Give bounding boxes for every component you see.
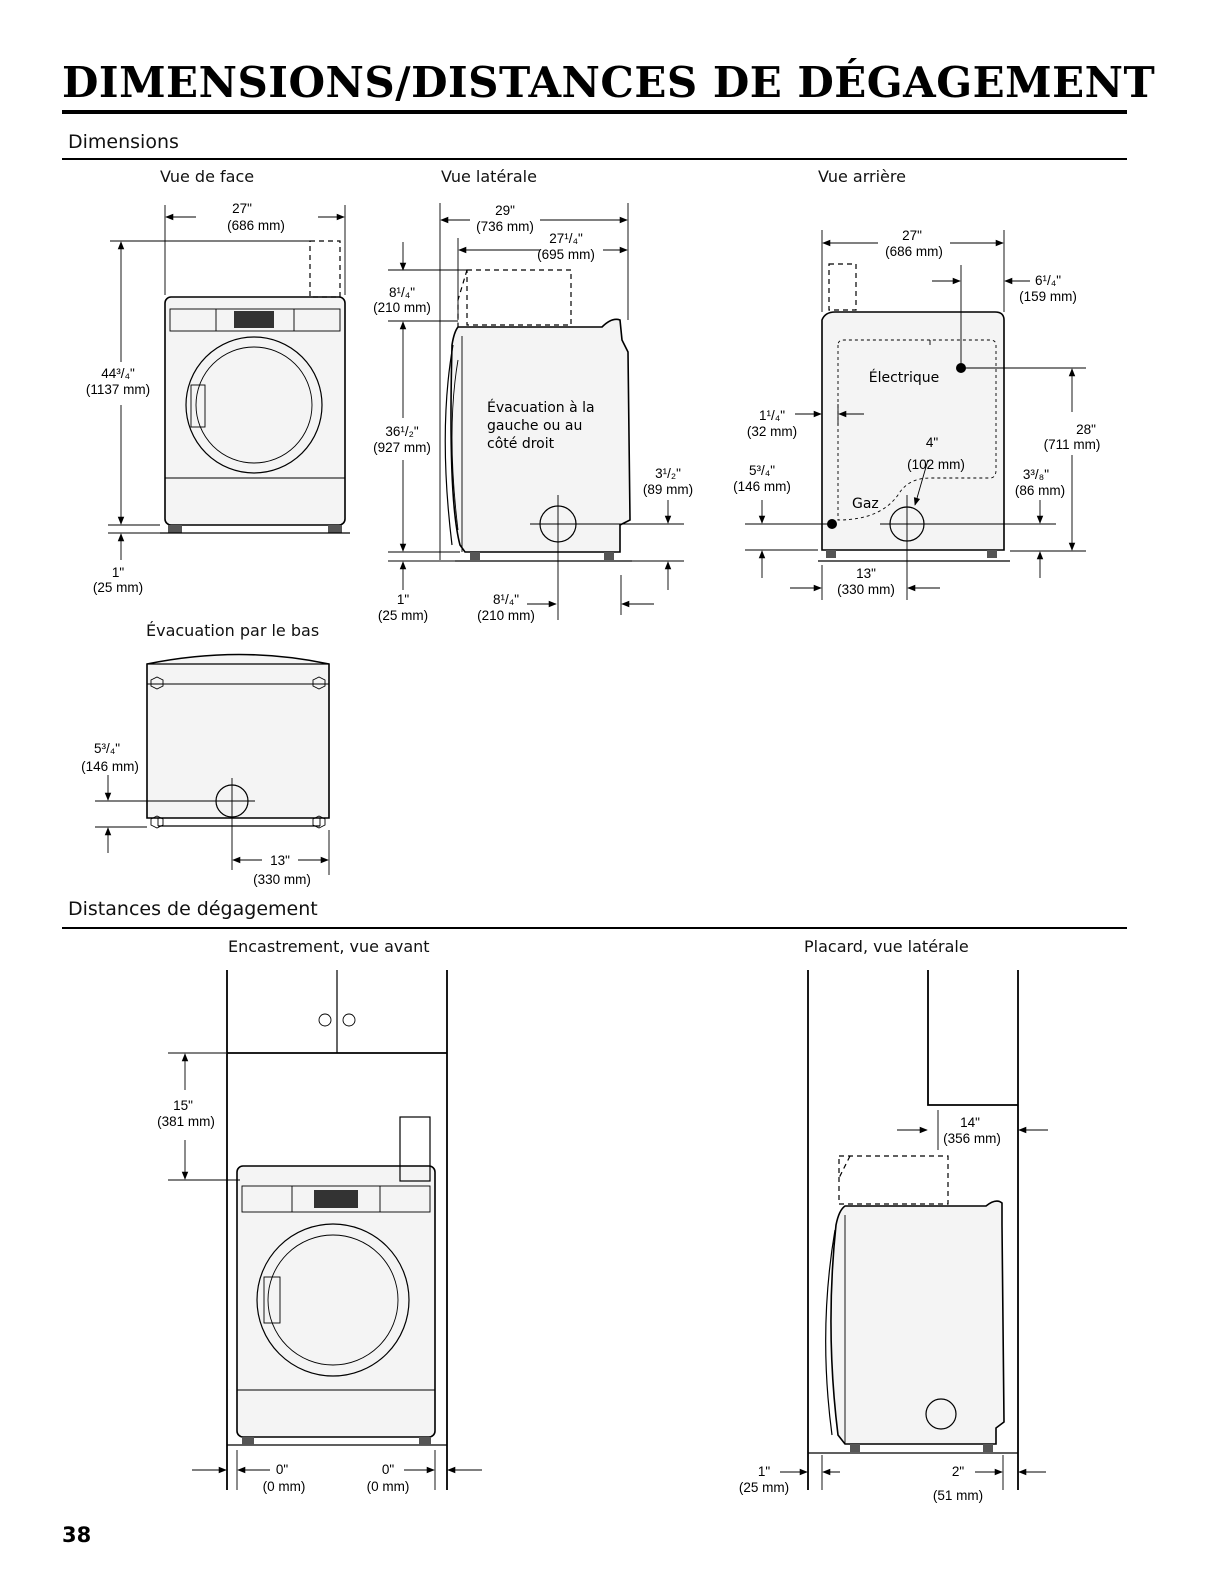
recessed-right-mm-label: (0 mm) (367, 1479, 410, 1494)
side-depth-label: 29" (495, 203, 515, 218)
recessed-top-mm-label: (381 mm) (157, 1114, 215, 1129)
bottom-offset-label: 13" (270, 853, 290, 868)
side-vent-offset-label: 8¹/₄" (493, 592, 519, 607)
front-view-diagram: 27" (686 mm) 44³/₄" (1137 mm) 1" (25 mm) (86, 201, 350, 595)
front-width-mm-label: (686 mm) (227, 218, 285, 233)
front-view-label: Vue de face (160, 167, 255, 186)
rear-gas-side-mm-label: (32 mm) (747, 424, 797, 439)
front-width-label: 27" (232, 201, 252, 216)
side-depth2-label: 27¹/₄" (549, 231, 583, 246)
clearances-heading: Distances de dégagement (68, 898, 318, 920)
dimensions-rule (62, 158, 1127, 160)
side-note-line-3: côté droit (487, 436, 555, 452)
closet-door-mm-label: (51 mm) (933, 1488, 983, 1503)
closet-front-label: 14" (960, 1115, 980, 1130)
clearances-rule (62, 927, 1127, 929)
closet-view-diagram: 14" (356 mm) 1" (25 mm) 2" (51 mm) (739, 970, 1048, 1503)
recessed-right-label: 0" (382, 1462, 395, 1477)
bottom-exhaust-diagram: 5³/₄" (146 mm) 13" (330 mm) (81, 653, 330, 887)
recessed-top-label: 15" (173, 1098, 193, 1113)
rear-gas-side-label: 1¹/₄" (759, 408, 785, 423)
rear-elec-height-label: 28" (1076, 422, 1096, 437)
front-width-dimension (164, 205, 346, 295)
page-number: 38 (62, 1523, 92, 1547)
recessed-dimensions (168, 1052, 482, 1490)
front-dryer-body (160, 240, 350, 534)
dimensions-heading: Dimensions (68, 131, 179, 153)
side-dryer-body (444, 269, 632, 620)
bottom-dryer-outline (95, 653, 330, 870)
front-height-label: 44³/₄" (101, 366, 135, 381)
rear-gas-height-mm-label: (146 mm) (733, 479, 791, 494)
bottom-exhaust-label: Évacuation par le bas (146, 621, 320, 640)
side-top-label: 8¹/₄" (389, 285, 415, 300)
side-depth-mm-label: (736 mm) (476, 219, 534, 234)
side-vent-height-mm-label: (89 mm) (643, 482, 693, 497)
rear-vent-dia-mm-label: (102 mm) (907, 457, 965, 472)
rear-width-label: 27" (902, 228, 922, 243)
page-title: DIMENSIONS/DISTANCES DE DÉGAGEMENT (62, 58, 1156, 107)
front-height-mm-label: (1137 mm) (86, 382, 150, 397)
recess-walls (226, 970, 448, 1490)
rear-view-diagram: 27" (686 mm) 6¹/₄" (159 mm) Électrique 2… (733, 228, 1100, 600)
rear-vent-offset-mm-label: (330 mm) (837, 582, 895, 597)
closet-dryer-body (825, 1155, 1005, 1452)
side-height-dimensions (388, 242, 470, 590)
bottom-depth-mm-label: (146 mm) (81, 759, 139, 774)
rear-elec-height-mm-label: (711 mm) (1044, 437, 1101, 452)
bottom-depth-label: 5³/₄" (94, 741, 120, 756)
front-foot-label: 1" (112, 565, 125, 580)
rear-width-dimension (821, 230, 1030, 368)
side-foot-label: 1" (397, 592, 410, 607)
rear-vent-height-mm-label: (86 mm) (1015, 483, 1065, 498)
closet-back-mm-label: (25 mm) (739, 1480, 789, 1495)
rear-view-label: Vue arrière (818, 167, 906, 186)
rear-dryer-body (818, 263, 1010, 600)
closet-view-label: Placard, vue latérale (804, 937, 969, 956)
rear-side-dimensions (745, 367, 1086, 600)
side-vent-dimensions (527, 500, 684, 615)
side-depth-dimensions (439, 203, 629, 560)
recessed-view-label: Encastrement, vue avant (228, 937, 430, 956)
recessed-view-diagram: 15" (381 mm) 0" (0 mm) 0" (0 mm) (157, 970, 482, 1494)
front-foot-mm-label: (25 mm) (93, 580, 143, 595)
side-height-label: 36¹/₂" (385, 424, 419, 439)
closet-front-mm-label: (356 mm) (943, 1131, 1001, 1146)
closet-walls (807, 970, 1019, 1490)
rear-vent-height-label: 3³/₈" (1023, 467, 1049, 482)
side-depth2-mm-label: (695 mm) (537, 247, 595, 262)
rear-electric-label: Électrique (869, 369, 940, 386)
side-view-diagram: 29" (736 mm) 27¹/₄" (695 mm) 8¹/₄" (210 … (373, 203, 693, 623)
bottom-offset-mm-label: (330 mm) (253, 872, 311, 887)
rear-gas-height-label: 5³/₄" (749, 463, 775, 478)
side-height-mm-label: (927 mm) (373, 440, 431, 455)
side-vent-height-label: 3¹/₂" (655, 466, 681, 481)
side-top-mm-label: (210 mm) (373, 300, 431, 315)
rear-gas-label: Gaz (852, 496, 879, 512)
rear-vent-offset-label: 13" (856, 566, 876, 581)
recessed-left-mm-label: (0 mm) (263, 1479, 306, 1494)
bottom-exhaust-dimensions (104, 775, 330, 875)
side-note-line-1: Évacuation à la (487, 399, 595, 416)
title-rule (62, 110, 1127, 114)
side-foot-mm-label: (25 mm) (378, 608, 428, 623)
rear-vent-dia-label: 4" (926, 435, 939, 450)
side-view-label: Vue latérale (441, 167, 537, 186)
closet-back-label: 1" (758, 1464, 771, 1479)
closet-door-label: 2" (952, 1464, 965, 1479)
front-height-dimension (108, 240, 310, 560)
side-vent-offset-mm-label: (210 mm) (477, 608, 535, 623)
rear-elec-offset-label: 6¹/₄" (1035, 273, 1061, 288)
side-note-line-2: gauche ou au (487, 418, 582, 434)
recessed-dryer-body (236, 1116, 436, 1445)
recessed-left-label: 0" (276, 1462, 289, 1477)
rear-elec-offset-mm-label: (159 mm) (1019, 289, 1077, 304)
rear-width-mm-label: (686 mm) (885, 244, 943, 259)
closet-dimensions (780, 1110, 1048, 1490)
